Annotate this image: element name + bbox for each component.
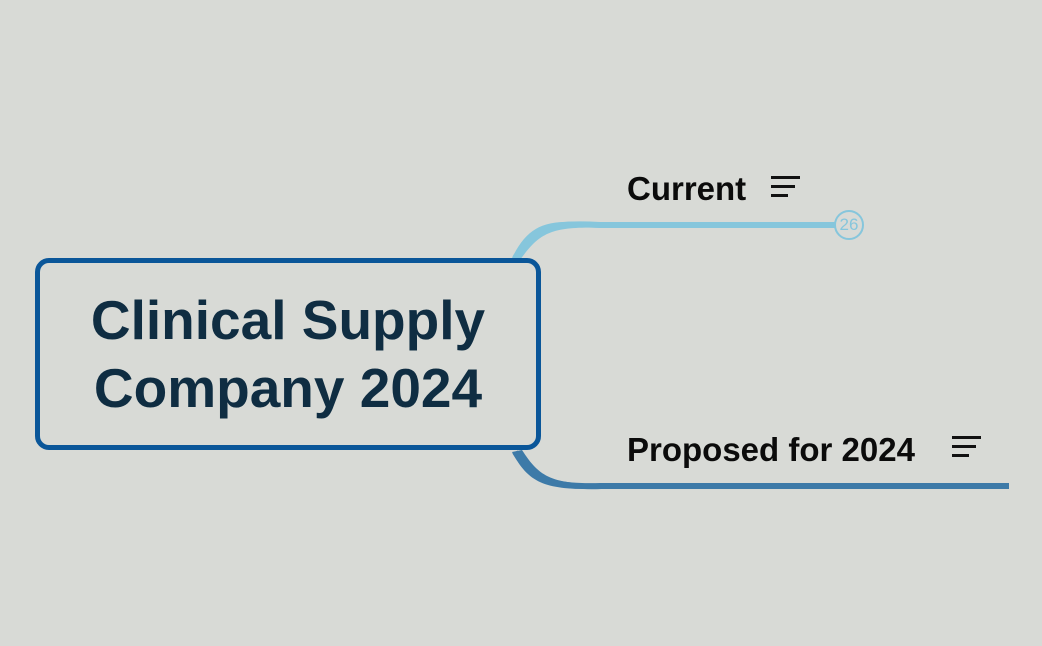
connector-current-taper	[512, 221, 605, 260]
central-topic[interactable]: Clinical Supply Company 2024	[35, 258, 541, 450]
central-topic-line2: Company 2024	[93, 357, 483, 419]
central-topic-line1: Clinical Supply	[90, 289, 486, 351]
connector-current	[512, 221, 836, 260]
topic-proposed-for-2024[interactable]: Proposed for 2024	[627, 431, 915, 468]
central-topic-text: Clinical Supply Company 2024	[91, 286, 485, 422]
notes-icon[interactable]	[952, 436, 982, 458]
collapsed-count-badge[interactable]: 26	[834, 210, 864, 240]
notes-icon[interactable]	[771, 176, 801, 198]
topic-current[interactable]: Current	[627, 170, 747, 207]
connector-proposed-taper	[512, 450, 605, 490]
